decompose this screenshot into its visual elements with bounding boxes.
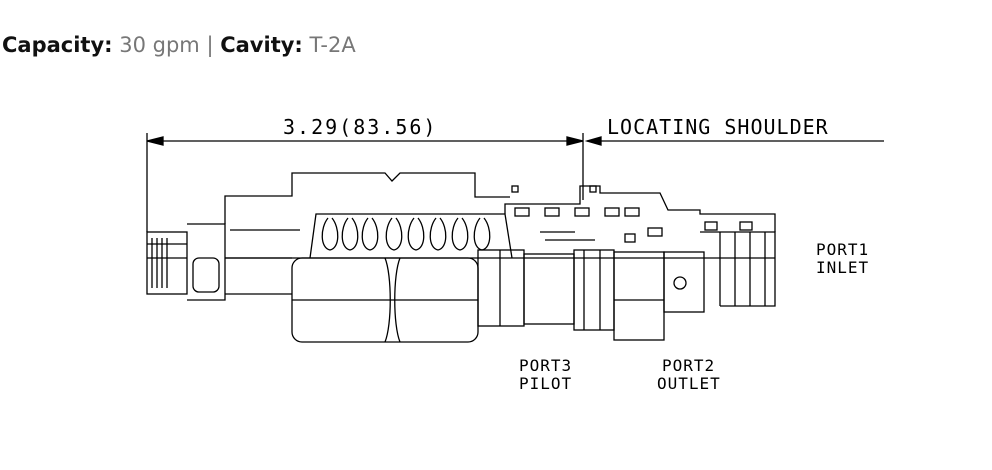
cavity-label: Cavity: [220,33,303,57]
valve-body [146,172,776,343]
capacity-label: Capacity: [2,33,113,57]
dimension-line [146,133,884,232]
locating-shoulder-label: LOCATING SHOULDER [607,115,829,139]
spec-line: Capacity: 30 gpm | Cavity: T-2A [2,33,356,57]
spring [321,217,491,251]
port1-label: PORT1 [816,240,869,259]
port3-desc: PILOT [519,374,572,393]
port1-desc: INLET [816,258,869,277]
capacity-value: 30 gpm [119,33,200,57]
port3-label: PORT3 [519,356,572,375]
dimension-label: 3.29(83.56) [283,115,437,139]
cavity-value: T-2A [309,33,356,57]
port2-desc: OUTLET [657,374,721,393]
spec-separator: | [206,33,214,57]
port2-label: PORT2 [662,356,715,375]
